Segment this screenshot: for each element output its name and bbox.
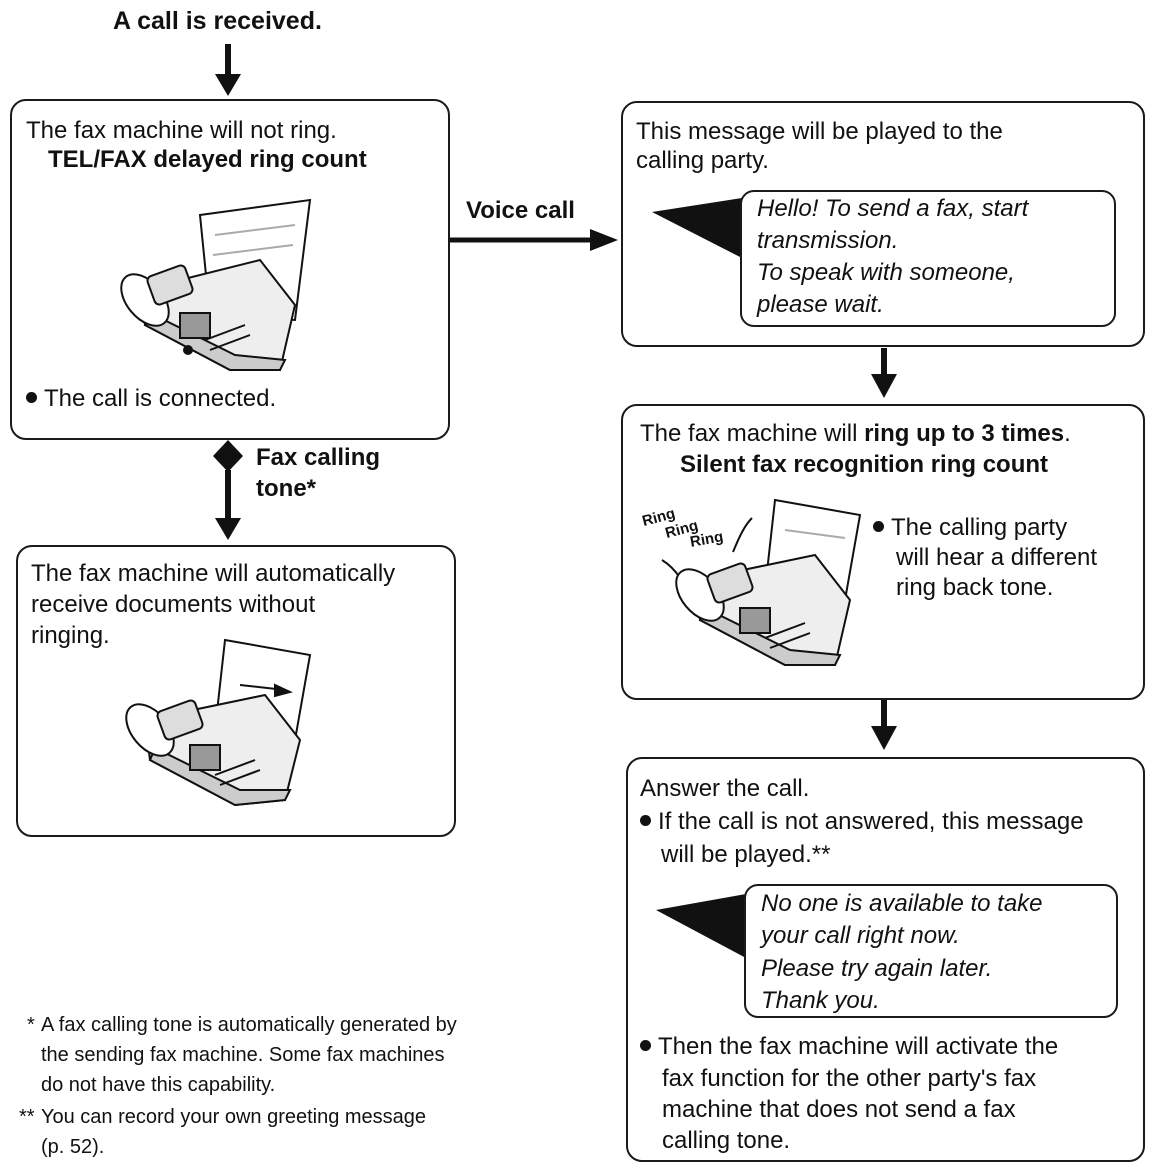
greeting-line-4: please wait. <box>757 291 884 318</box>
answer-bullet-2-line-3: machine that does not send a fax <box>662 1096 1016 1123</box>
footnote-2-line-2: (p. 52). <box>41 1136 105 1158</box>
delayed-ring-count-label: TEL/FAX delayed ring count <box>48 146 367 173</box>
bullet-dot <box>640 1040 651 1051</box>
footnote-2-line-1: You can record your own greeting message <box>41 1106 427 1128</box>
fax-calling-tone-label-2: tone* <box>256 475 316 502</box>
answer-line-1: Answer the call. <box>640 775 810 802</box>
flow-start-title: A call is received. <box>113 7 322 35</box>
unavailable-bubble <box>744 884 1118 1018</box>
footnote-1-line-1: A fax calling tone is automatically gene… <box>41 1014 457 1036</box>
arrow-down-start <box>215 44 241 96</box>
answer-bullet-2-text-1: Then the fax machine will activate the <box>658 1033 1059 1060</box>
ring-bullet-line-2: will hear a different <box>896 544 1097 571</box>
arrow-fax-tone <box>213 440 243 540</box>
ring-bullet-text-1: The calling party <box>891 514 1068 541</box>
answer-bullet-1-text-1: If the call is not answered, this messag… <box>658 808 1084 835</box>
message-line-2: calling party. <box>636 147 769 174</box>
footnote-1-line-3: do not have this capability. <box>41 1074 276 1096</box>
silent-fax-recognition-label: Silent fax recognition ring count <box>680 451 1049 478</box>
call-connected-bullet: The call is connected. <box>26 383 276 414</box>
arrow-down-to-ring <box>871 348 897 398</box>
greeting-bubble <box>740 190 1116 327</box>
ring-bullet-line-1: The calling party <box>873 512 1067 543</box>
call-connected-text: The call is connected. <box>44 385 277 412</box>
greeting-line-1: Hello! To send a fax, start <box>757 195 1029 222</box>
auto-receive-line-2: receive documents without <box>31 591 316 618</box>
unavailable-line-2: your call right now. <box>761 922 960 949</box>
auto-receive-line-1: The fax machine will automatically <box>31 560 396 587</box>
bullet-dot <box>873 521 884 532</box>
unavailable-line-3: Please try again later. <box>761 955 993 982</box>
answer-bullet-1-line-1: If the call is not answered, this messag… <box>640 806 1084 837</box>
fax-calling-tone-label-1: Fax calling <box>256 444 381 471</box>
no-ring-text: The fax machine will not ring. <box>26 117 337 144</box>
message-line-1: This message will be played to the <box>636 118 1003 145</box>
footnote-1-mark: * <box>27 1014 35 1036</box>
bullet-dot <box>640 815 651 826</box>
footnote-1-line-2: the sending fax machine. Some fax machin… <box>41 1044 445 1066</box>
ring-line-1-post: . <box>1064 420 1071 447</box>
unavailable-line-1: No one is available to take <box>761 890 1043 917</box>
answer-bullet-1-line-2: will be played.** <box>661 841 831 868</box>
ring-line-1-bold: ring up to 3 times <box>864 420 1065 447</box>
answer-bullet-2-line-1: Then the fax machine will activate the <box>640 1031 1058 1062</box>
voice-call-label: Voice call <box>466 197 575 224</box>
ring-line-1: The fax machine will ring up to 3 times. <box>640 418 1071 449</box>
box-ring <box>621 404 1145 700</box>
answer-bullet-2-line-2: fax function for the other party's fax <box>662 1065 1037 1092</box>
ring-line-1-pre: The fax machine will <box>640 420 865 447</box>
greeting-line-3: To speak with someone, <box>757 259 1015 286</box>
unavailable-line-4: Thank you. <box>761 987 880 1014</box>
auto-receive-line-3: ringing. <box>31 622 110 649</box>
footnote-2-mark: ** <box>19 1106 35 1128</box>
bullet-dot <box>26 392 37 403</box>
arrow-voice-call <box>449 229 618 251</box>
ring-bullet-line-3: ring back tone. <box>896 574 1054 601</box>
arrow-down-to-answer <box>871 700 897 750</box>
greeting-line-2: transmission. <box>757 227 899 254</box>
answer-bullet-2-line-4: calling tone. <box>662 1127 791 1154</box>
